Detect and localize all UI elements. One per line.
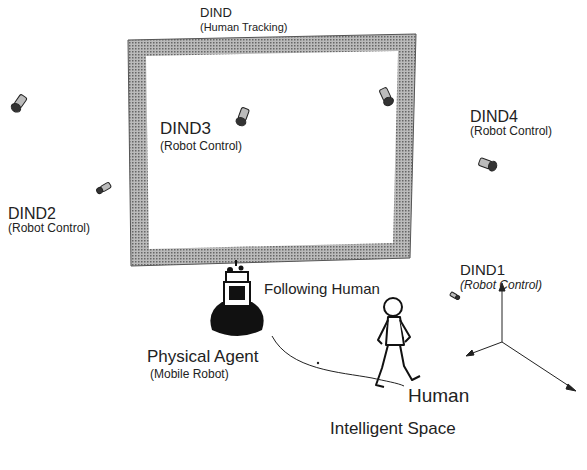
screen-frame [128,34,416,266]
label-note: (Robot Control) [160,140,242,153]
label-note: (Robot Control) [8,222,90,235]
label-heading: Human [408,386,469,407]
label-heading: DIND4 [470,108,518,126]
label-note: (Human Tracking) [200,21,287,33]
label-heading: Physical Agent [147,348,259,367]
label-heading: DIND1 [460,262,505,279]
screen-surface [146,51,398,249]
label-heading: DIND3 [160,120,211,139]
label-heading: Intelligent Space [330,420,456,439]
label-note: (Robot Control) [460,279,542,292]
label-note: (Mobile Robot) [150,368,229,381]
cameras [10,87,499,301]
coordinate-axes [466,283,576,391]
human-figure [376,298,420,387]
label-heading: DIND [200,6,232,20]
following-path [272,336,404,386]
label-heading: DIND2 [8,205,56,223]
label-text: Following Human [264,281,380,298]
mobile-robot [210,260,263,336]
label-note: (Robot Control) [470,125,552,138]
